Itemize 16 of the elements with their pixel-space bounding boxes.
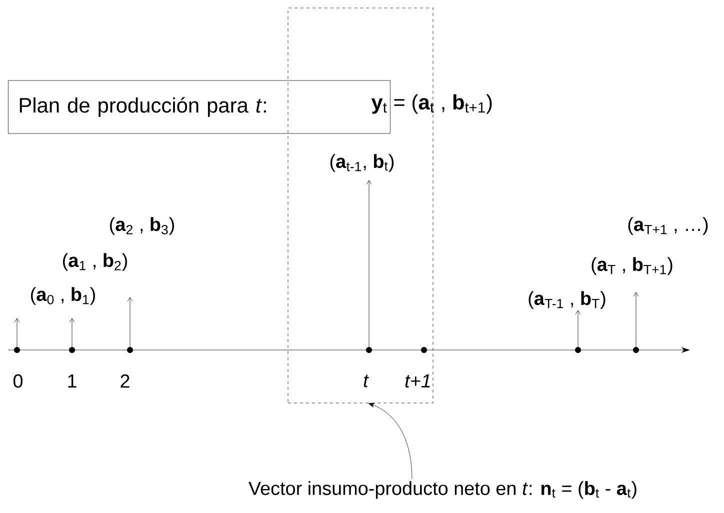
vector-label: (a$_{T-1}$ , b$_{T}$) <box>528 291 606 309</box>
caption-text: Vector insumo-producto neto en t: n$_{t}$ = (b$_{t}$ - a$_{t}$) <box>248 481 636 499</box>
formula: y$_{t}$ = (a$_{t}$ , b$_{t+1}$) <box>371 94 492 114</box>
tick-label: 1 <box>68 374 76 388</box>
vector-label: (a$_{2}$ , b$_{3}$) <box>110 217 174 235</box>
vector-label: (a$_{1}$ , b$_{2}$) <box>63 253 127 271</box>
vector-label: (a$_{T}$ , b$_{T+1}$) <box>592 257 672 275</box>
vector-label: (a$_{T+1}$ , …) <box>628 217 708 235</box>
vector-label: (a$_{0}$ , b$_{1}$) <box>31 287 95 305</box>
vector-label: (a$_{t-1}$, b$_{t}$) <box>330 154 394 172</box>
curved-arrow <box>368 403 412 480</box>
tick-label: t+1 <box>405 374 430 388</box>
tick-label: 0 <box>13 374 23 388</box>
tick-label: 2 <box>120 374 130 388</box>
tick-label: t <box>364 374 369 388</box>
dashed-box <box>288 8 434 404</box>
